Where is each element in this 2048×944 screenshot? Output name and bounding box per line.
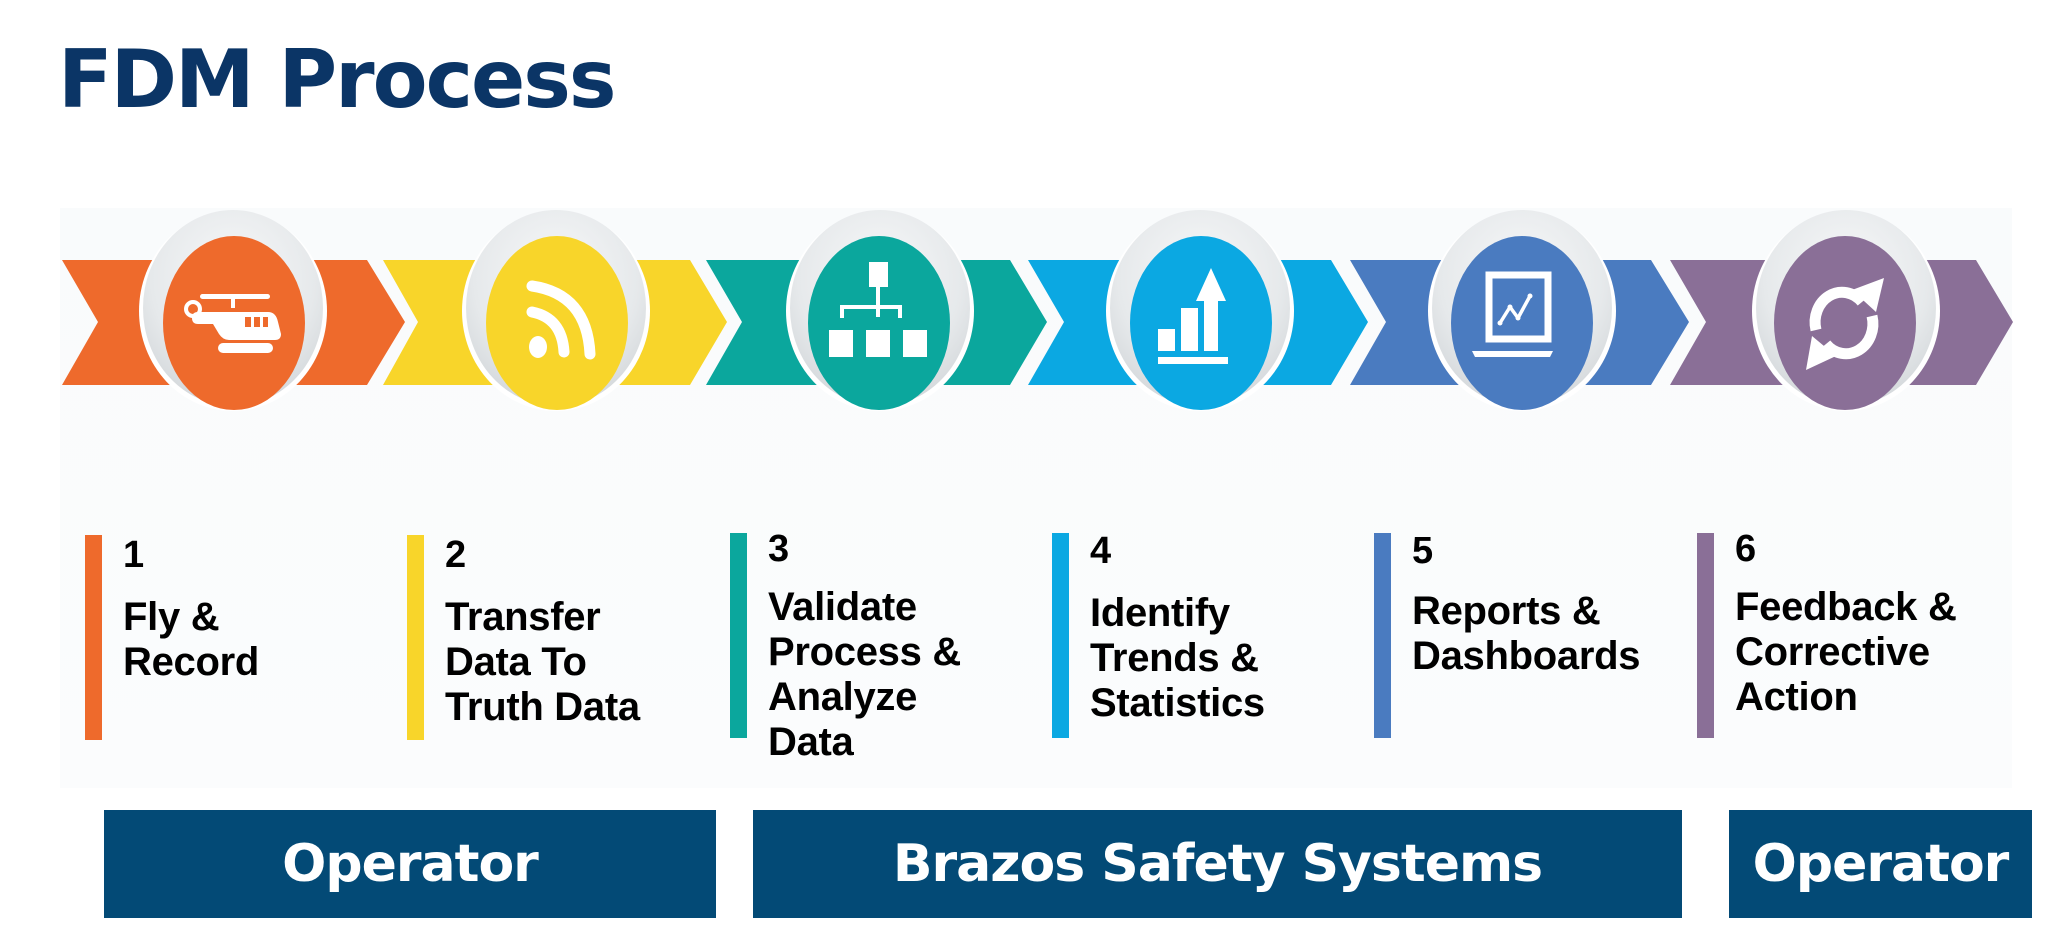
operator-banner-right: Operator	[1729, 810, 2032, 918]
rss-feed-icon	[526, 280, 596, 360]
process-flow-chevrons	[62, 210, 2013, 411]
step-6-badge	[1774, 236, 1916, 410]
step-3-color-bar	[730, 533, 747, 738]
step-1-color-bar	[85, 535, 102, 740]
step-6-chevron	[1670, 210, 2013, 411]
step-6-number: 6	[1735, 528, 1757, 570]
step-2-color-bar	[407, 535, 424, 740]
step-3-chevron	[706, 210, 1047, 411]
step-5-badge	[1451, 236, 1593, 410]
step-2-number: 2	[445, 534, 467, 576]
step-5-color-bar	[1374, 533, 1391, 738]
helicopter-icon	[184, 294, 281, 353]
step-3-badge	[808, 236, 950, 410]
step-1-label: Fly & Record	[123, 595, 260, 684]
step-5-chevron	[1350, 210, 1689, 411]
step-5-label: Reports & Dashboards	[1412, 589, 1641, 678]
step-2-label: Transfer Data To Truth Data	[445, 595, 640, 729]
step-4-number: 4	[1090, 530, 1112, 572]
step-4-badge	[1130, 236, 1272, 410]
step-6-label: Feedback & Corrective Action	[1735, 585, 1957, 719]
bar-chart-up-arrow-icon	[1158, 268, 1228, 364]
laptop-chart-icon	[1472, 271, 1553, 357]
org-chart-icon	[829, 262, 927, 357]
step-2-chevron	[383, 210, 727, 411]
operator-banner-left: Operator	[104, 810, 716, 918]
refresh-cycle-icon	[1806, 278, 1884, 370]
step-3-label: Validate Process & Analyze Data	[768, 585, 961, 764]
step-5-number: 5	[1412, 530, 1434, 572]
step-1-number: 1	[123, 534, 145, 576]
step-4-label: Identify Trends & Statistics	[1090, 591, 1265, 725]
brazos-safety-systems-banner: Brazos Safety Systems	[753, 810, 1682, 918]
step-6-color-bar	[1697, 533, 1714, 738]
step-1-chevron	[62, 210, 405, 411]
page-title: FDM Process	[58, 33, 616, 126]
step-3-number: 3	[768, 528, 790, 570]
step-4-color-bar	[1052, 533, 1069, 738]
step-4-chevron	[1028, 210, 1368, 411]
